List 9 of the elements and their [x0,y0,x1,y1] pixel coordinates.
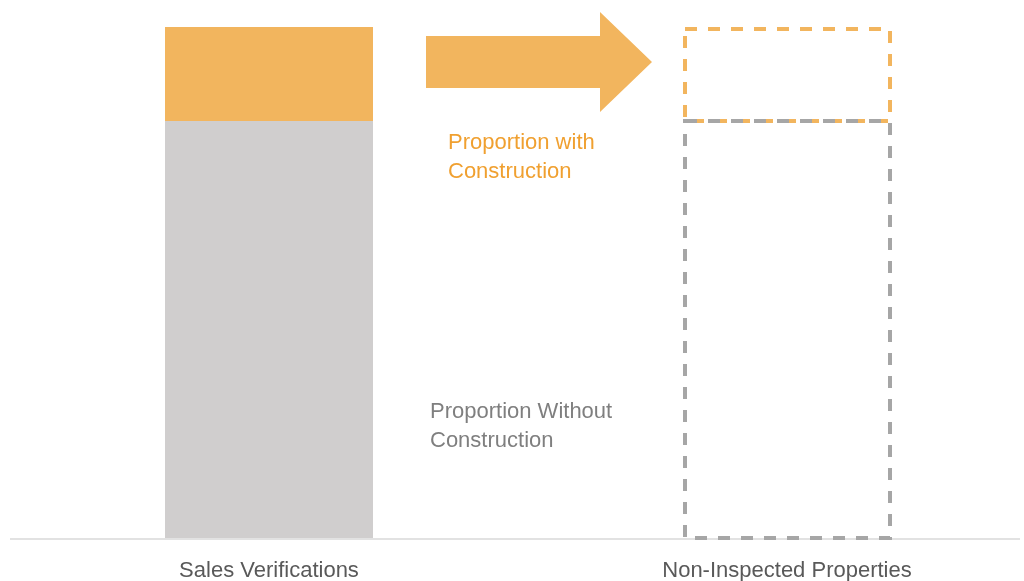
dashed-box [683,119,892,540]
dashed-box [683,27,892,123]
annotation-text: Proportion with Construction [448,128,596,185]
category-label: Sales Verifications [178,556,360,581]
bar-segment [165,27,373,121]
category-label: Non-Inspected Properties [661,556,913,581]
annotation-text: Proportion Without Construction [430,397,614,454]
bar-segment [165,121,373,538]
block-arrow [426,12,652,112]
